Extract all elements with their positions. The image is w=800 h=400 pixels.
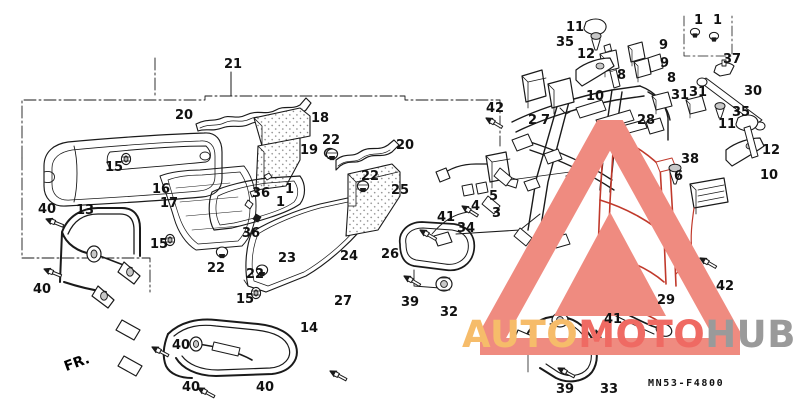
callout-number: 21 xyxy=(224,57,243,72)
callout-number: 42 xyxy=(716,279,735,294)
callout-number: 16 xyxy=(152,182,171,197)
callout-number: 39 xyxy=(556,382,575,397)
callout-number: 17 xyxy=(160,196,179,211)
diagram-reference-number: MN53-F4800 xyxy=(648,378,725,389)
callout-number: 4 xyxy=(471,199,481,214)
callout-number: 41 xyxy=(604,312,623,327)
callout-number: 29 xyxy=(657,293,676,308)
callout-number: 6 xyxy=(674,169,684,184)
callout-number: 15 xyxy=(105,160,124,175)
callout-number: 37 xyxy=(723,52,742,67)
callout-number: 2 xyxy=(528,113,538,128)
callout-number: 35 xyxy=(556,35,575,50)
callout-number: 20 xyxy=(175,108,194,123)
callout-number: 33 xyxy=(600,382,619,397)
callout-number: 19 xyxy=(300,143,319,158)
callout-number: 31 xyxy=(689,85,708,100)
callout-number: 8 xyxy=(667,71,677,86)
callout-number: 13 xyxy=(76,203,95,218)
callout-number: 15 xyxy=(150,237,169,252)
callout-number: 22 xyxy=(322,133,341,148)
callout-number: 40 xyxy=(182,380,201,395)
callout-number: 42 xyxy=(486,101,505,116)
callout-number: 30 xyxy=(744,84,763,99)
callout-number: 22 xyxy=(207,261,226,276)
callout-number: 34 xyxy=(457,221,476,236)
callout-number: 32 xyxy=(440,305,459,320)
callout-number: 9 xyxy=(660,56,670,71)
callout-number: 23 xyxy=(278,251,297,266)
callout-number: 22 xyxy=(361,169,380,184)
callout-number: 36 xyxy=(242,226,261,241)
callout-number: 27 xyxy=(334,294,353,309)
callout-number: 35 xyxy=(732,105,751,120)
callout-number: 38 xyxy=(681,152,700,167)
callout-number: 1 xyxy=(713,13,723,28)
callout-number: 9 xyxy=(659,38,669,53)
callout-number: 40 xyxy=(38,202,57,217)
callout-number: 14 xyxy=(300,321,319,336)
callout-number: 25 xyxy=(391,183,410,198)
callout-number: 7 xyxy=(541,113,551,128)
callout-number: 1 xyxy=(276,195,286,210)
callout-number: 12 xyxy=(577,47,596,62)
callout-number: 22 xyxy=(246,267,265,282)
callout-number: 24 xyxy=(340,249,359,264)
callout-number: 41 xyxy=(437,210,456,225)
callout-number: 39 xyxy=(401,295,420,310)
callout-number: 26 xyxy=(381,247,400,262)
callout-number: 5 xyxy=(489,189,499,204)
callout-number: 11 xyxy=(718,117,737,132)
callout-number: 31 xyxy=(671,88,690,103)
callout-number: 12 xyxy=(762,143,781,158)
callout-number: 15 xyxy=(236,292,255,307)
callout-number: 8 xyxy=(617,68,627,83)
callout-number: 20 xyxy=(396,138,415,153)
callout-number: 3 xyxy=(492,206,502,221)
callout-number: 10 xyxy=(586,89,605,104)
callout-number: 40 xyxy=(172,338,191,353)
callout-number: 40 xyxy=(256,380,275,395)
callout-number: 1 xyxy=(285,182,295,197)
callout-number: 40 xyxy=(33,282,52,297)
callout-number: 36 xyxy=(252,186,271,201)
callout-number: 1 xyxy=(694,13,704,28)
callout-number: 18 xyxy=(311,111,330,126)
callout-number: 10 xyxy=(760,168,779,183)
callout-number: 28 xyxy=(637,113,656,128)
callout-number: 11 xyxy=(566,20,585,35)
